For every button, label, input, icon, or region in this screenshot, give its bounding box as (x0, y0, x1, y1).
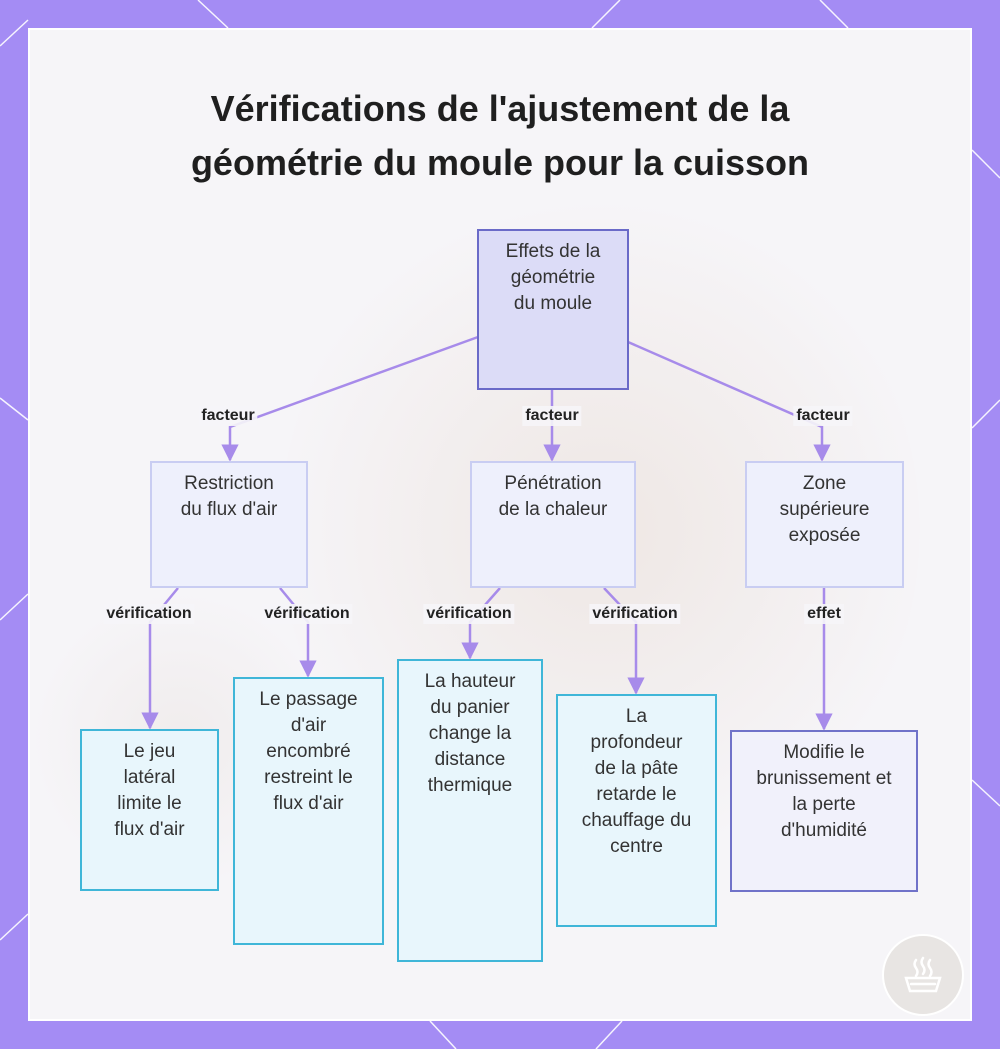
brand-logo (882, 934, 964, 1016)
edge-root-top (627, 340, 831, 462)
edge-airflow-crowded (279, 587, 317, 678)
node-batter-depth: La profondeur de la pâte retarde le chau… (556, 694, 717, 927)
node-airflow-label: Restriction du flux d'air (180, 473, 278, 520)
node-root: Effets de la géométrie du moule (477, 229, 629, 390)
edge-label-root-top: facteur (793, 406, 853, 426)
node-crowded: Le passage d'air encombré restreint le f… (233, 677, 384, 945)
node-side-gap: Le jeu latéral limite le flux d'air (80, 729, 219, 891)
node-basket-height-label: La hauteur du panier change la distance … (424, 671, 516, 796)
edge-root-airflow (221, 335, 479, 462)
node-root-label: Effets de la géométrie du moule (505, 241, 601, 314)
node-top-label: Zone supérieure exposée (779, 473, 870, 546)
edge-label-heat-batter: vérification (589, 604, 681, 624)
node-side-gap-label: Le jeu latéral limite le flux d'air (114, 741, 185, 840)
edge-label-root-heat: facteur (522, 406, 582, 426)
edge-label-airflow-side-gap: vérification (103, 604, 195, 624)
title-text: Vérifications de l'ajustement de la géom… (190, 88, 810, 183)
edge-label-airflow-crowded: vérification (261, 604, 353, 624)
node-browning: Modifie le brunissement et la perte d'hu… (730, 730, 918, 892)
steaming-basket-icon (904, 956, 942, 993)
edge-label-heat-basket: vérification (423, 604, 515, 624)
node-browning-label: Modifie le brunissement et la perte d'hu… (756, 742, 892, 841)
node-basket-height: La hauteur du panier change la distance … (397, 659, 543, 962)
node-airflow: Restriction du flux d'air (150, 461, 308, 588)
node-heat: Pénétration de la chaleur (470, 461, 636, 588)
node-top: Zone supérieure exposée (745, 461, 904, 588)
page-title: Vérifications de l'ajustement de la géom… (0, 82, 1000, 190)
edge-label-root-airflow: facteur (198, 406, 258, 426)
node-crowded-label: Le passage d'air encombré restreint le f… (259, 689, 358, 814)
node-heat-label: Pénétration de la chaleur (498, 473, 608, 520)
node-batter-depth-label: La profondeur de la pâte retarde le chau… (581, 706, 692, 857)
edge-label-top-browning: effet (804, 604, 844, 624)
